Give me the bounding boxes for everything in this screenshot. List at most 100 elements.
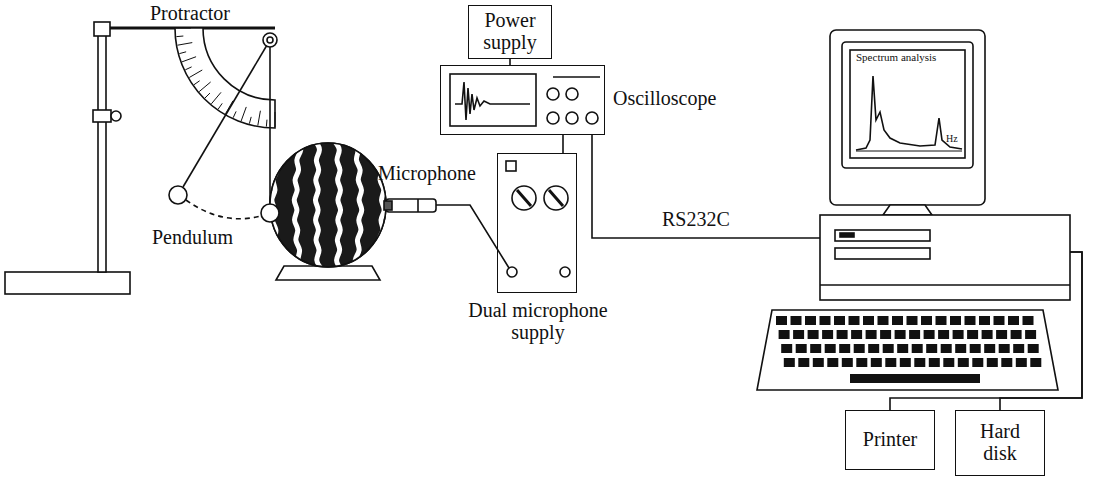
key	[967, 330, 978, 339]
key	[856, 358, 867, 367]
stand-block	[94, 22, 110, 36]
signal-cable	[890, 252, 1082, 410]
signal-cable	[592, 135, 820, 238]
scope-jack	[586, 112, 598, 124]
key	[900, 358, 911, 367]
tick-mark	[185, 67, 191, 70]
protractor-ticks	[176, 28, 275, 127]
key	[805, 316, 816, 325]
power-switch	[506, 161, 516, 171]
node-label: Power supply	[475, 10, 545, 53]
scope-knob	[566, 112, 578, 124]
key	[822, 330, 833, 339]
tick-mark	[258, 111, 261, 126]
melon-stripe	[351, 140, 361, 270]
tick-mark	[249, 117, 251, 124]
oscilloscope: Oscilloscope	[440, 65, 605, 135]
key	[810, 344, 821, 353]
scope-knob	[547, 112, 559, 124]
monitor-screen	[850, 50, 965, 158]
node-label: Hard disk	[970, 421, 1030, 464]
key	[808, 330, 819, 339]
melon-stripe	[370, 140, 384, 270]
key	[885, 358, 896, 367]
key	[955, 344, 966, 353]
case-line	[820, 284, 1070, 286]
key	[1028, 344, 1039, 353]
tick-mark	[176, 36, 183, 38]
key	[926, 344, 937, 353]
space-bar	[850, 374, 980, 383]
watermelon	[270, 143, 386, 267]
key	[994, 316, 1005, 325]
node-label: Oscilloscope	[613, 88, 716, 110]
clamp-screw	[111, 111, 121, 121]
scope-knob	[566, 88, 578, 100]
monitor-bezel	[842, 42, 973, 168]
spectrum-axis	[856, 151, 962, 152]
key	[924, 330, 935, 339]
tick-mark	[205, 93, 210, 98]
key	[854, 344, 865, 353]
melon-holder	[276, 266, 380, 280]
key	[878, 316, 889, 325]
part-label: Protractor	[150, 2, 230, 24]
scope-knob	[547, 88, 559, 100]
tick-mark	[179, 52, 186, 54]
key	[825, 344, 836, 353]
monitor-stand	[883, 205, 932, 215]
input-jack	[507, 267, 517, 277]
tick-mark	[178, 43, 193, 46]
key	[950, 316, 961, 325]
key	[953, 330, 964, 339]
key	[820, 316, 831, 325]
tick-mark	[182, 57, 196, 62]
protractor-scale	[175, 28, 275, 128]
pendulum-pivot	[267, 37, 273, 43]
key	[839, 344, 850, 353]
signal-cable	[1000, 252, 1082, 410]
key	[965, 316, 976, 325]
cable-label: RS232C	[660, 208, 732, 231]
drive-light	[840, 233, 854, 237]
tick-mark	[266, 120, 268, 127]
node-label: Dual microphone supply	[453, 300, 623, 343]
tick-mark	[218, 103, 222, 109]
pendulum-ball-raised	[169, 186, 187, 204]
tick-mark	[199, 82, 210, 92]
microphone-cable	[436, 205, 509, 268]
key	[938, 330, 949, 339]
key	[1008, 316, 1019, 325]
pendulum-string	[269, 40, 271, 204]
gain-knob	[512, 186, 536, 210]
key	[897, 344, 908, 353]
key	[958, 358, 969, 367]
printer-box: Printer	[845, 410, 935, 470]
pendulum-pivot	[263, 33, 277, 47]
knob-mark	[517, 190, 531, 206]
key	[776, 316, 787, 325]
tick-mark	[275, 112, 276, 127]
key	[895, 330, 906, 339]
scope-screen	[450, 74, 536, 126]
key	[883, 344, 894, 353]
key	[796, 344, 807, 353]
key	[863, 316, 874, 325]
key	[1023, 316, 1034, 325]
key	[813, 358, 824, 367]
stand-pole	[98, 34, 106, 272]
pendulum-ball	[261, 204, 279, 222]
microphone-body	[386, 199, 436, 212]
melon-stripe	[294, 140, 304, 270]
knob-mark	[549, 190, 563, 206]
key	[941, 344, 952, 353]
computer-case	[820, 215, 1070, 300]
keyboard	[757, 310, 1058, 390]
key	[784, 358, 795, 367]
key	[837, 330, 848, 339]
key	[914, 358, 925, 367]
key	[907, 316, 918, 325]
gain-knob	[544, 186, 568, 210]
key	[871, 358, 882, 367]
